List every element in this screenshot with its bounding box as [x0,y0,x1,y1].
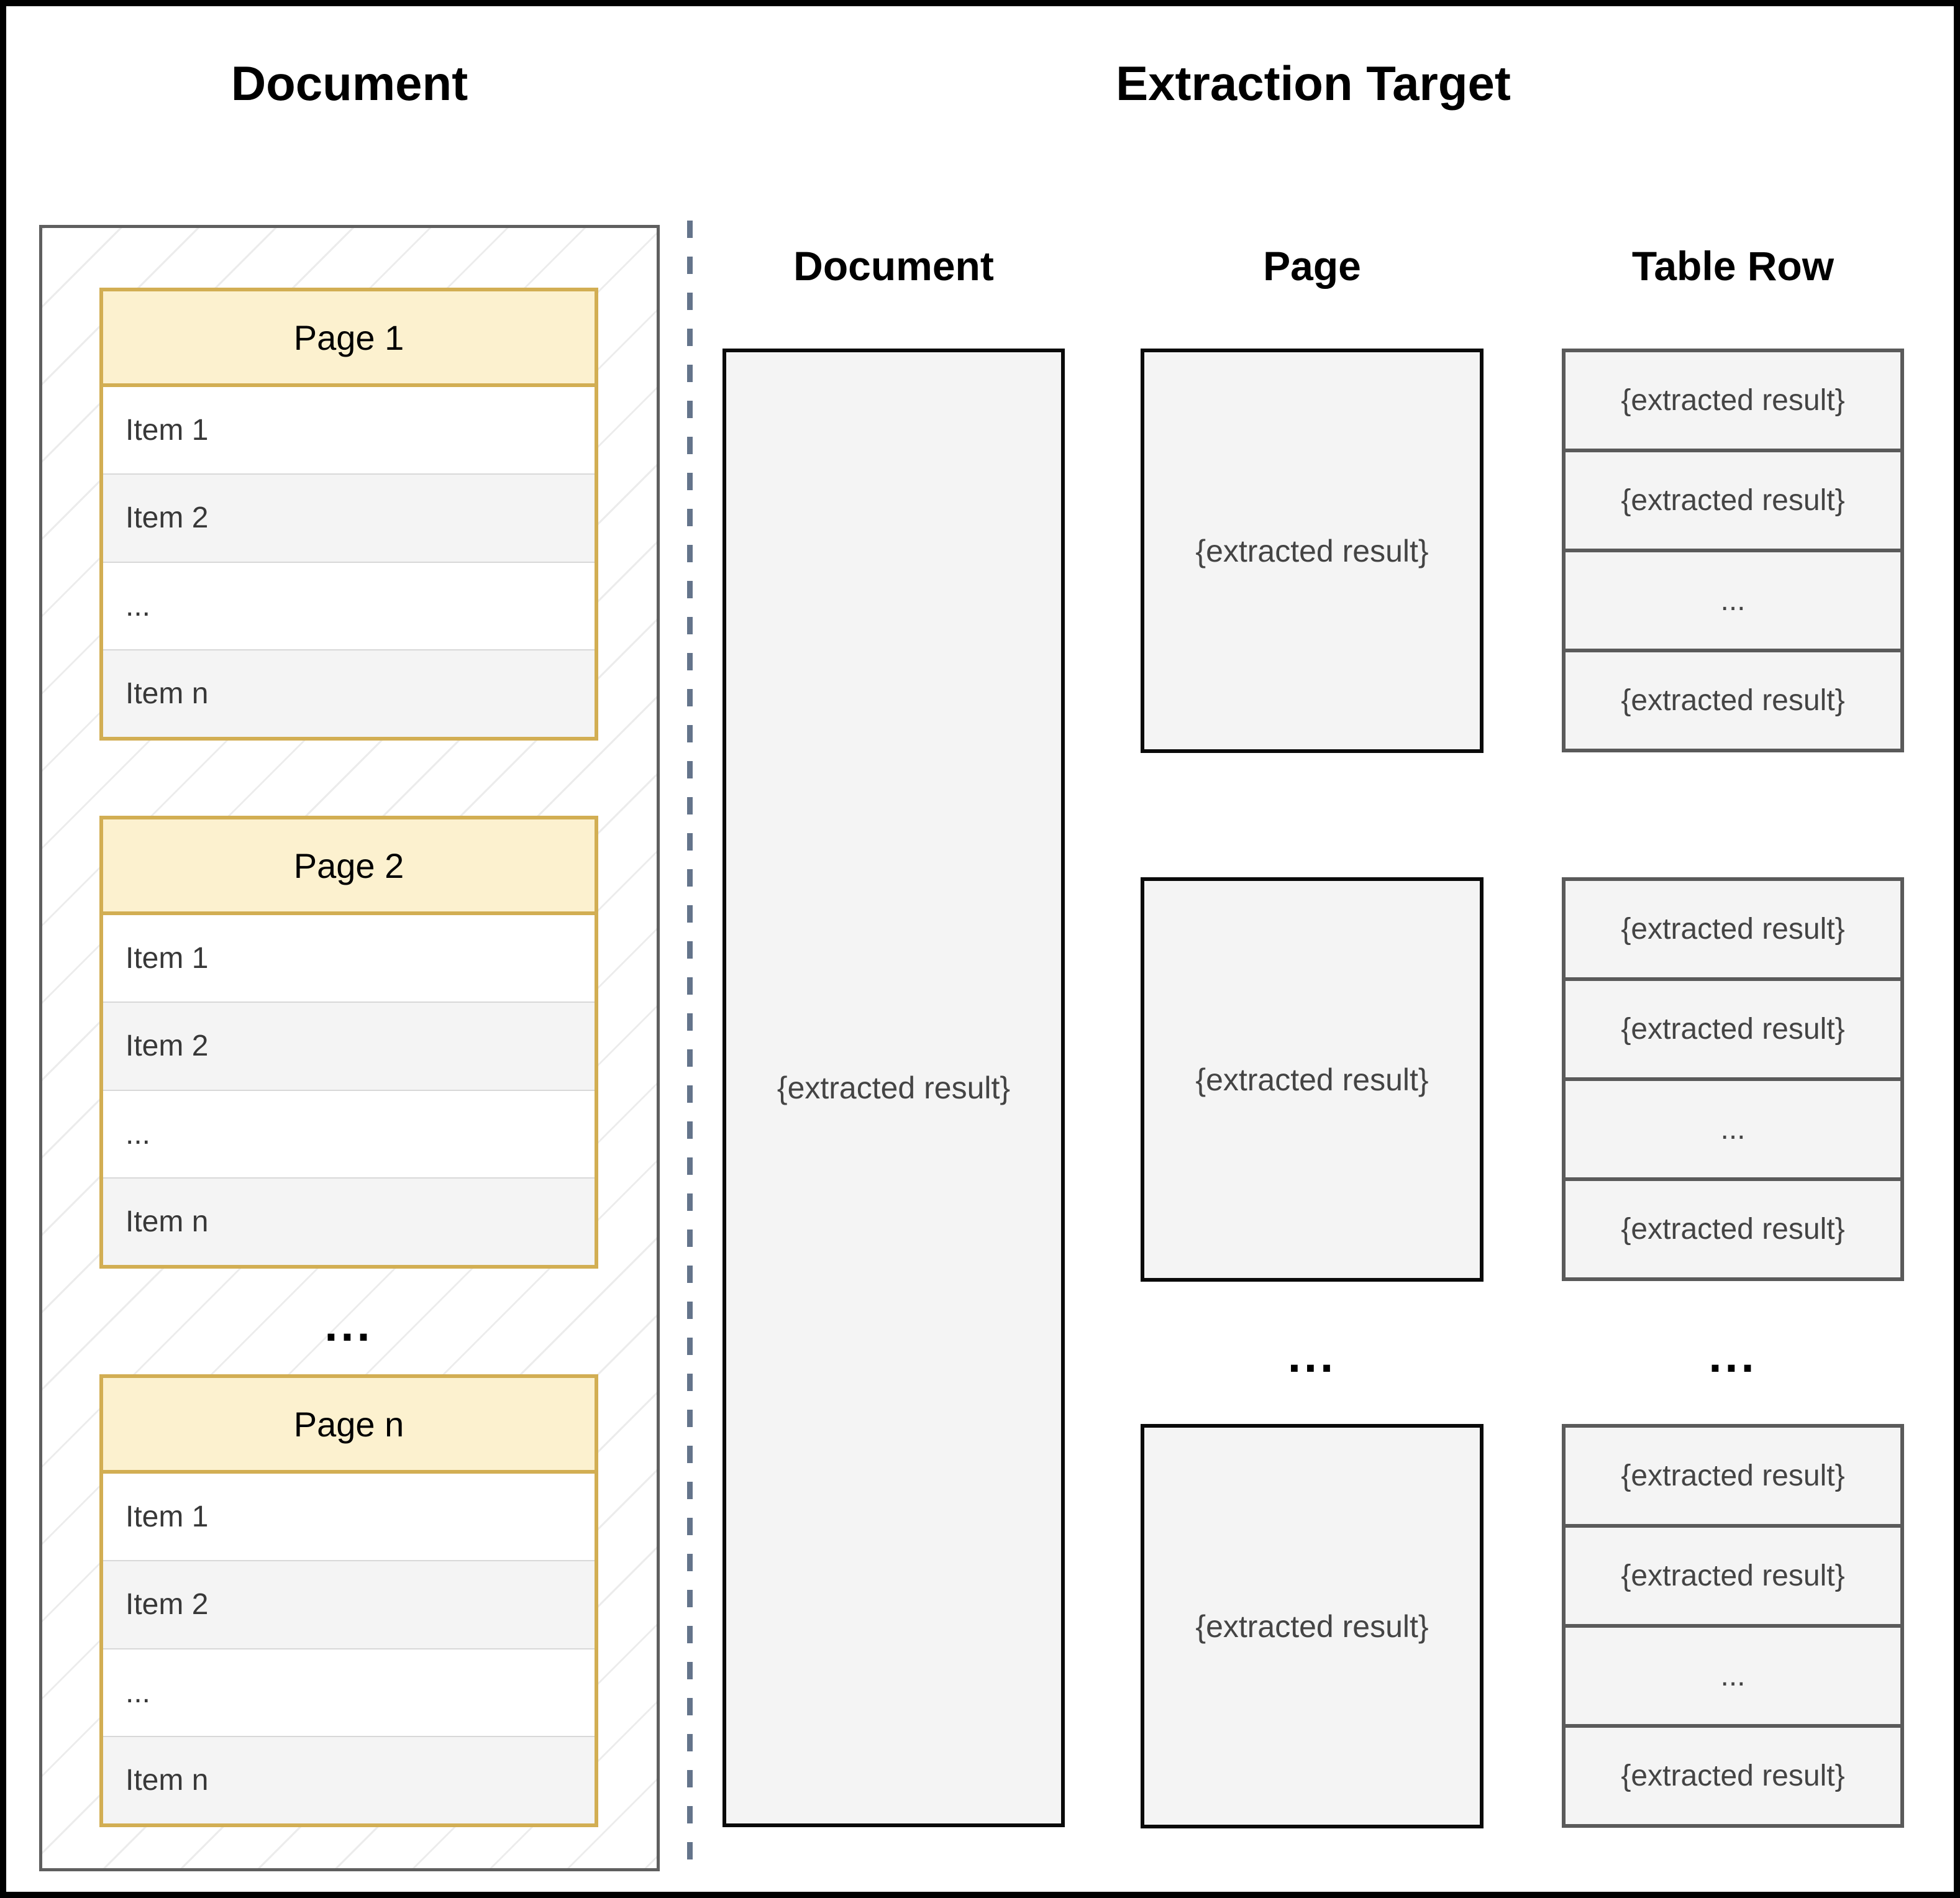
table-row-group-3: {extracted result} {extracted result} ..… [1562,1424,1904,1828]
extracted-row: {extracted result} [1562,1424,1904,1528]
table-row-column-ellipsis: ... [1708,1330,1757,1382]
table-row: Item 2 [103,473,595,562]
extracted-result-text: {extracted result} [1195,1062,1429,1097]
left-pages-ellipsis: ... [324,1298,373,1351]
table-row: Item 1 [125,414,209,447]
extracted-row: {extracted result} [1562,1724,1904,1828]
extracted-row: {extracted result} [1562,877,1904,981]
page-1-header: Page 1 [103,291,595,387]
extracted-result-text: {extracted result} [1195,533,1429,568]
extracted-row: {extracted result} [1562,1177,1904,1281]
right-section-title: Extraction Target [1116,56,1511,111]
extracted-row: ... [1562,1077,1904,1181]
left-section-title: Document [230,56,468,111]
page-extraction-box-1: {extracted result} [1141,349,1484,753]
table-row: Item 2 [103,1560,595,1648]
page-2-header: Page 2 [103,819,595,915]
page-column-ellipsis: ... [1287,1330,1337,1382]
extracted-row: {extracted result} [1562,649,1904,752]
document-extraction-box: {extracted result} [722,349,1065,1827]
extracted-row: {extracted result} [1562,349,1904,452]
extracted-row: {extracted result} [1562,977,1904,1081]
page-n-header: Page n [103,1378,595,1474]
extracted-row: {extracted result} [1562,449,1904,552]
page-1-table: Page 1 Item 1 Item 2 ... Item n [99,288,598,741]
page-2-table: Page 2 Item 1 Item 2 ... Item n [99,816,598,1269]
page-extraction-box-2: {extracted result} [1141,877,1484,1282]
page-n-table: Page n Item 1 Item 2 ... Item n [99,1374,598,1827]
table-row: ... [103,1648,595,1736]
extracted-result-text: {extracted result} [1195,1608,1429,1644]
table-row-group-2: {extracted result} {extracted result} ..… [1562,877,1904,1281]
page-extraction-box-3: {extracted result} [1141,1424,1484,1828]
table-row: Item n [103,1177,595,1265]
table-row: Item 1 [125,942,209,975]
table-row: Item 1 [125,1500,209,1534]
table-row: ... [103,1089,595,1177]
table-row: ... [103,561,595,649]
column-label-document: Document [793,243,994,289]
table-row: Item n [103,649,595,737]
dashed-divider [687,221,693,1870]
table-row: Item n [103,1735,595,1823]
column-label-table-row: Table Row [1631,243,1835,289]
table-row: Item 2 [103,1001,595,1090]
extracted-row: ... [1562,549,1904,652]
extracted-row: ... [1562,1624,1904,1728]
column-label-page: Page [1263,243,1361,289]
extracted-result-text: {extracted result} [777,1070,1011,1105]
table-row-group-1: {extracted result} {extracted result} ..… [1562,349,1904,752]
extracted-row: {extracted result} [1562,1524,1904,1628]
